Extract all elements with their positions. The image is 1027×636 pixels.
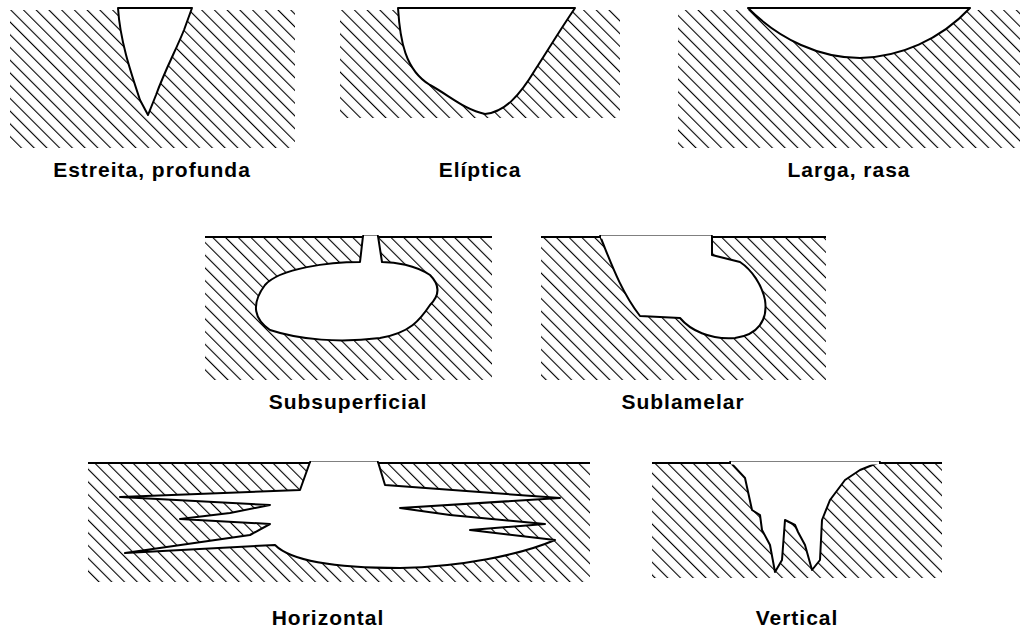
pit-outline (730, 462, 880, 572)
pit-type-label: Horizontal (272, 606, 385, 629)
pit-outline (256, 236, 438, 340)
pit-type-label: Elíptica (439, 158, 522, 181)
metal-section (88, 463, 590, 582)
pit-outline (120, 462, 560, 568)
pit-outline (748, 8, 970, 58)
pit-type-label: Larga, rasa (787, 158, 910, 181)
pit-type-label: Subsuperficial (269, 390, 428, 413)
surface-line (652, 462, 942, 464)
surface-line (541, 236, 826, 238)
pit-outline (398, 8, 575, 114)
metal-section (205, 237, 492, 380)
pit-type-label: Sublamelar (621, 390, 744, 413)
surface-line (205, 236, 492, 238)
pit-type-label: Vertical (756, 606, 839, 629)
metal-section (652, 463, 942, 578)
pit-outline (600, 236, 766, 338)
pit-type-label: Estreita, profunda (53, 158, 251, 181)
pit-outline (118, 8, 192, 115)
surface-line (88, 462, 590, 464)
metal-section (541, 237, 826, 380)
